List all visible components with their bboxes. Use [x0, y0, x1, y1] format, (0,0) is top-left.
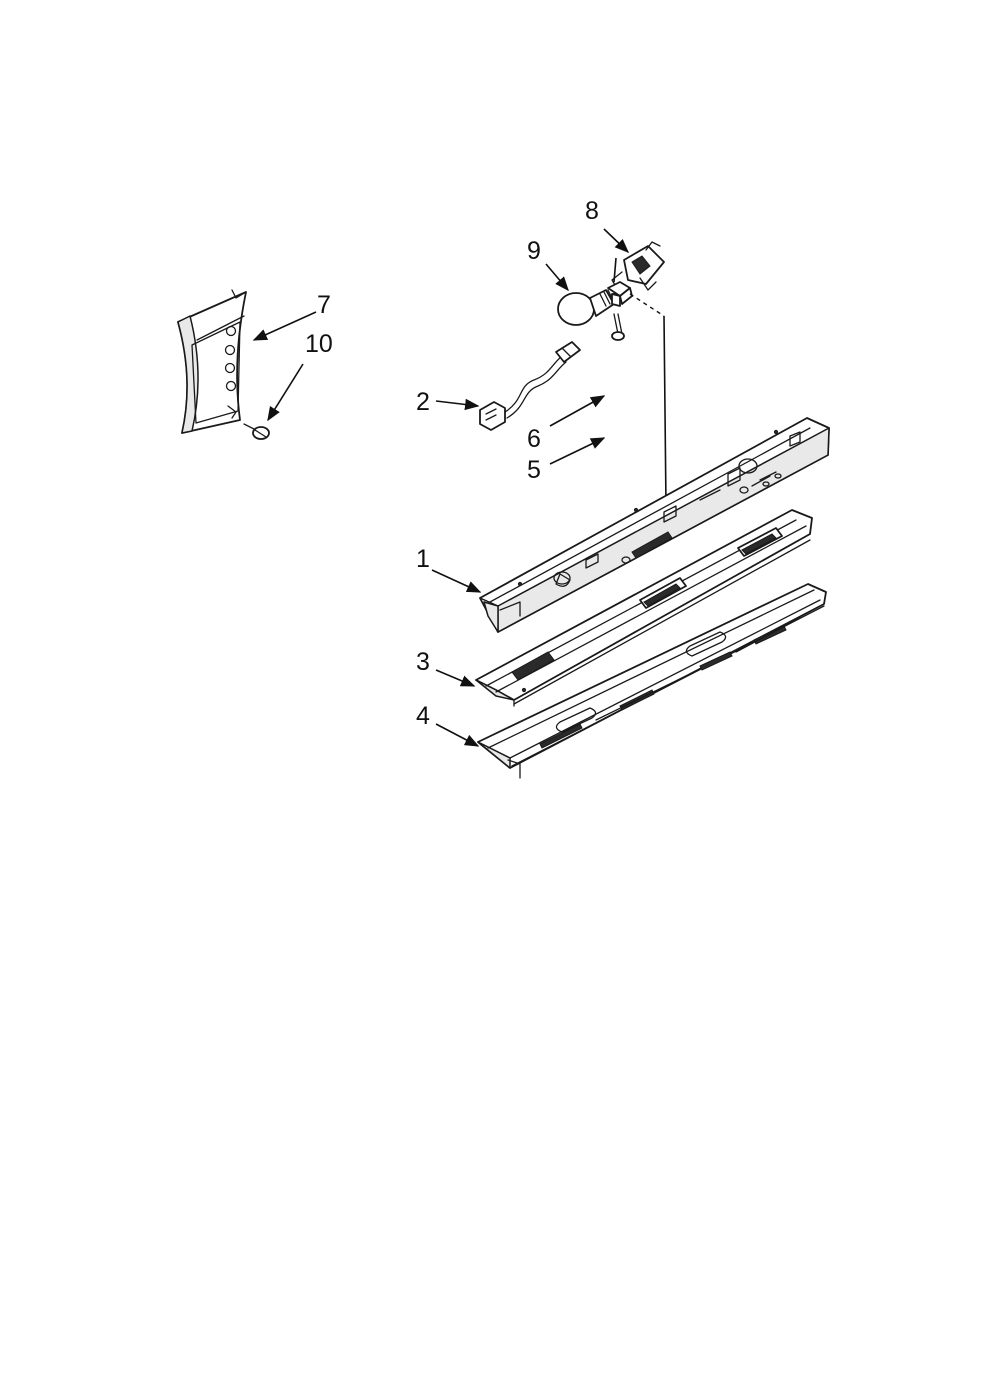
part-5-screw [611, 313, 625, 341]
part-4-mounting-rail [477, 583, 827, 779]
assembly-guide-line [663, 315, 667, 507]
leader-4 [435, 723, 480, 747]
part-1-light-housing [479, 417, 830, 633]
leader-3 [435, 669, 476, 687]
callout-6: 6 [527, 425, 541, 453]
leader-9 [545, 263, 569, 292]
callout-3: 3 [416, 648, 430, 676]
assembly-guide-dashed [629, 293, 665, 317]
part-7-control-panel [177, 289, 247, 434]
part-10-screw [243, 423, 270, 440]
leader-arrows [252, 228, 630, 747]
leader-7 [252, 311, 317, 341]
callout-8: 8 [585, 197, 599, 225]
part-6-clip [607, 257, 633, 307]
part-3-light-cover [475, 509, 813, 707]
leader-10 [267, 363, 304, 422]
callout-10: 10 [305, 330, 333, 358]
callout-9: 9 [527, 237, 541, 265]
leader-2 [435, 398, 480, 411]
callout-7: 7 [317, 291, 331, 319]
callout-labels: 1 2 3 4 5 6 7 8 9 10 [305, 197, 599, 730]
part-9-light-bulb [557, 289, 623, 326]
part-8-lamp-socket [611, 241, 665, 291]
callout-2: 2 [416, 388, 430, 416]
callout-1: 1 [416, 545, 430, 573]
leader-5 [549, 437, 606, 465]
callout-4: 4 [416, 702, 430, 730]
leader-8 [603, 228, 630, 253]
part-2-wire-harness [479, 341, 581, 431]
leader-6 [549, 395, 606, 427]
callout-5: 5 [527, 456, 541, 484]
leader-1 [431, 569, 482, 593]
